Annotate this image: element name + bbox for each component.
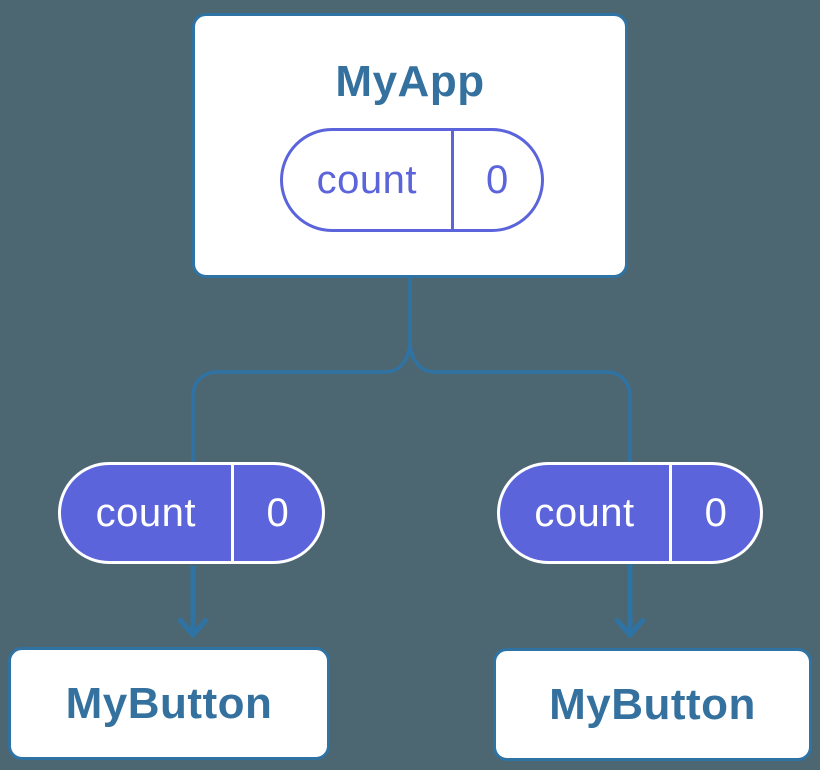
state-value: 0 [266,490,290,535]
state-name: count [534,490,635,535]
pill-divider [669,465,672,561]
node-myapp-label: MyApp [335,57,485,106]
arrow-down-icon [177,617,209,639]
state-pill-mybutton-right: count 0 [497,462,763,564]
state-name: count [316,157,418,202]
arrow-down-icon [614,617,646,639]
state-name: count [95,490,196,535]
connector-branch-left [191,338,412,466]
state-pill-myapp: count 0 [280,128,544,232]
node-mybutton-label: MyButton [549,679,756,729]
connector-branch-right [408,338,632,466]
state-value: 0 [704,490,728,535]
state-value: 0 [485,157,509,202]
state-pill-mybutton-left: count 0 [58,462,325,564]
pill-divider [230,465,234,561]
node-mybutton-right: MyButton [493,648,812,761]
node-mybutton-left: MyButton [8,647,330,760]
pill-divider [450,131,454,229]
node-mybutton-label: MyButton [65,678,273,728]
